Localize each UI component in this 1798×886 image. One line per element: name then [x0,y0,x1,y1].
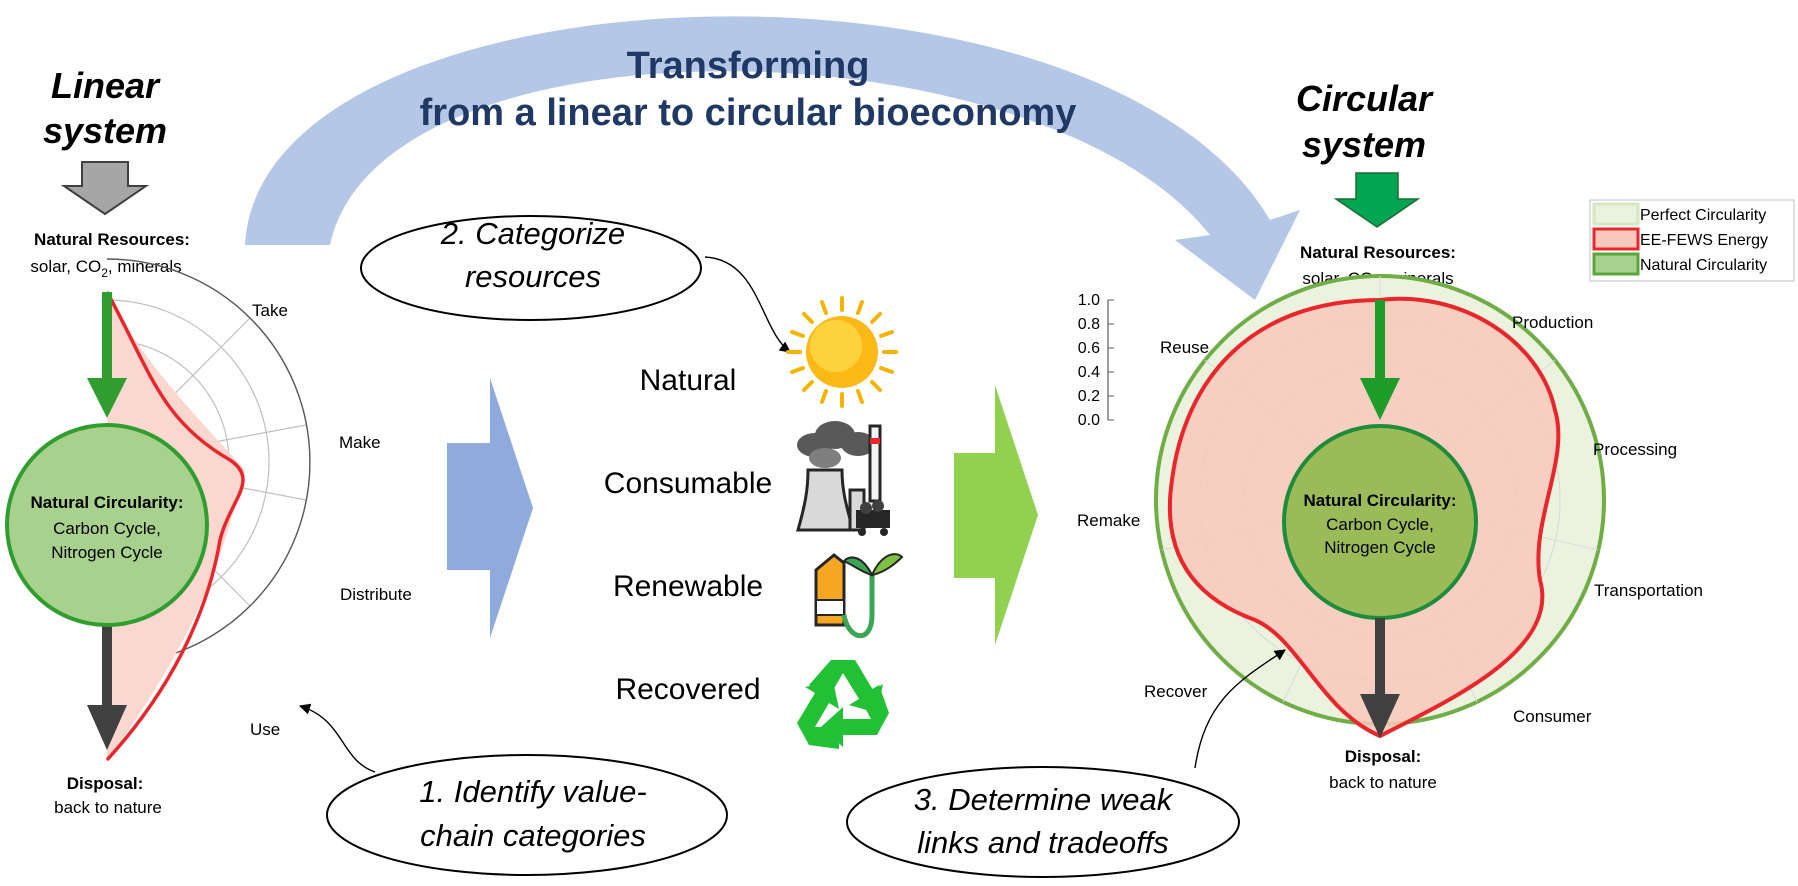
circular-axis-label: Processing [1593,440,1677,459]
linear-down-arrow-icon [60,161,150,216]
circular-center-title: Natural Circularity: [1303,491,1456,510]
step-3-line-1: 3. Determine weak [914,782,1174,817]
linear-axis-label: Make [339,433,381,452]
circular-dark-arrow-icon [1360,618,1400,738]
step-1-pointer [298,703,376,773]
scale-tick-label: 0.6 [1078,340,1100,357]
circular-axis-label: Transportation [1594,581,1703,600]
linear-natural-circularity-circle [5,423,209,627]
title-line-1: Transforming [627,45,870,87]
circular-title-line-1: Circular [1296,78,1434,119]
legend-swatch [1592,227,1640,251]
sun-icon [786,296,898,408]
circular-axis-label: Reuse [1160,338,1209,357]
linear-green-arrow-icon [87,292,127,418]
circular-axis-label: Remake [1077,511,1140,530]
legend-label: EE-FEWS Energy [1640,232,1768,249]
circular-title-line-2: system [1302,124,1426,165]
step-3-ellipse [846,766,1240,878]
linear-axis-label: Use [250,720,280,739]
linear-title-line-1: Linear [51,65,161,106]
circular-axis-label: Consumer [1513,707,1592,726]
legend-swatch [1592,252,1640,276]
legend-label: Perfect Circularity [1640,207,1766,224]
linear-resources-label: Natural Resources: [34,230,190,249]
step-1-line-1: 1. Identify value- [419,774,646,809]
category-label: Consumable [604,467,772,500]
transform-curved-arrow [245,16,1300,300]
blue-process-arrow-icon [447,378,533,638]
step-3-line-2: links and tradeoffs [917,825,1169,860]
category-label: Recovered [615,673,760,706]
legend-swatch [1592,202,1640,226]
linear-center-line-1: Carbon Cycle, [53,519,161,538]
circular-resources-label: Natural Resources: [1300,243,1456,262]
linear-dark-arrow-icon [87,617,127,750]
step-2-line-2: resources [465,259,601,294]
category-label: Renewable [613,570,763,603]
linear-center-title: Natural Circularity: [30,493,183,512]
linear-outer-arc [106,258,311,666]
circular-disposal-label: Disposal: [1345,747,1422,766]
recycle-icon [797,660,889,749]
scale-tick-label: 0.2 [1078,388,1100,405]
linear-axis-label: Take [252,301,288,320]
linear-resources-text: solar, CO2, minerals [30,257,181,280]
category-label: Natural [640,364,737,397]
step-2-ellipse [360,215,702,321]
step-2-line-1: 2. Categorize [440,216,625,251]
radial-scale: 1.0 0.8 0.6 0.4 0.2 0.0 [1078,292,1114,429]
factory-icon [796,421,890,536]
scale-tick-label: 0.8 [1078,316,1100,333]
step-3-pointer [1194,649,1286,769]
green-process-arrow-icon [954,385,1038,645]
linear-title-line-2: system [43,110,167,151]
circular-axis-label: Recover [1144,682,1208,701]
circular-center-line-2: Nitrogen Cycle [1324,538,1436,557]
linear-axis-label: Distribute [340,585,412,604]
step-1-ellipse [326,754,728,876]
biofuel-pump-icon [814,553,904,639]
circular-disposal-text: back to nature [1329,773,1437,792]
linear-disposal-label: Disposal: [67,774,144,793]
scale-tick-label: 0.4 [1078,364,1100,381]
legend-label: Natural Circularity [1640,257,1767,274]
circular-center-line-1: Carbon Cycle, [1326,515,1434,534]
scale-tick-label: 0.0 [1078,412,1100,429]
linear-center-line-2: Nitrogen Cycle [51,543,163,562]
scale-tick-label: 1.0 [1078,292,1100,309]
linear-disposal-text: back to nature [54,798,162,817]
step-1-line-2: chain categories [420,818,646,853]
circular-axis-label: Production [1512,313,1593,332]
circular-green-arrow-icon [1360,300,1400,420]
step-2-pointer [704,256,791,353]
circular-down-arrow-icon [1333,172,1421,228]
title-line-2: from a linear to circular bioeconomy [420,92,1077,134]
